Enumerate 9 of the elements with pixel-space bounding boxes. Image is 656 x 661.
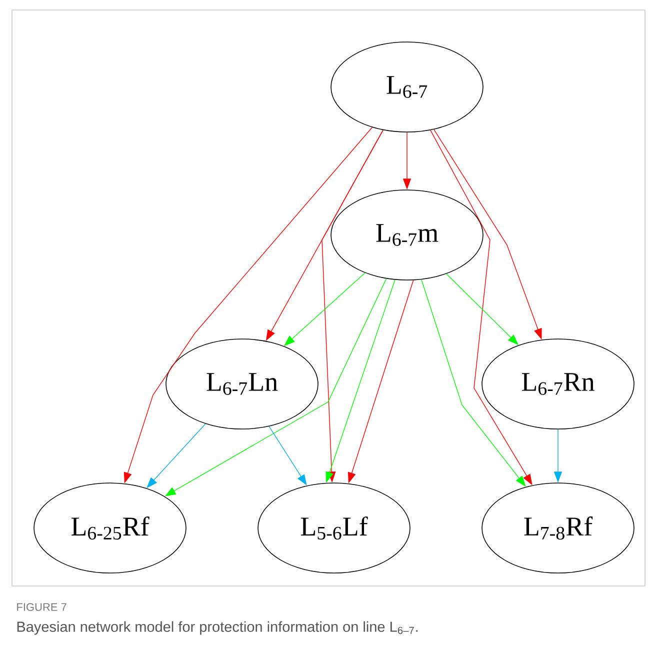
figure-label: FIGURE 7	[17, 603, 66, 611]
ellipse-node: L$_{6-25}$Rf	[34, 482, 186, 574]
caption: Bayesian network model for protection information on line L$_{6–7}$.	[17, 621, 418, 635]
ellipse-node: L$_{6-7}$Ln	[166, 338, 318, 430]
ellipse-node: L$_{6-7}$m	[330, 190, 484, 280]
ellipse-node: L$_{7-8}$Rf	[482, 482, 634, 574]
ellipse-node: L$_{6-7}$	[330, 42, 484, 132]
ellipse-node: L$_{5-6}$Lf	[258, 482, 410, 574]
ellipse-node: L$_{6-7}$Rn	[482, 338, 634, 430]
